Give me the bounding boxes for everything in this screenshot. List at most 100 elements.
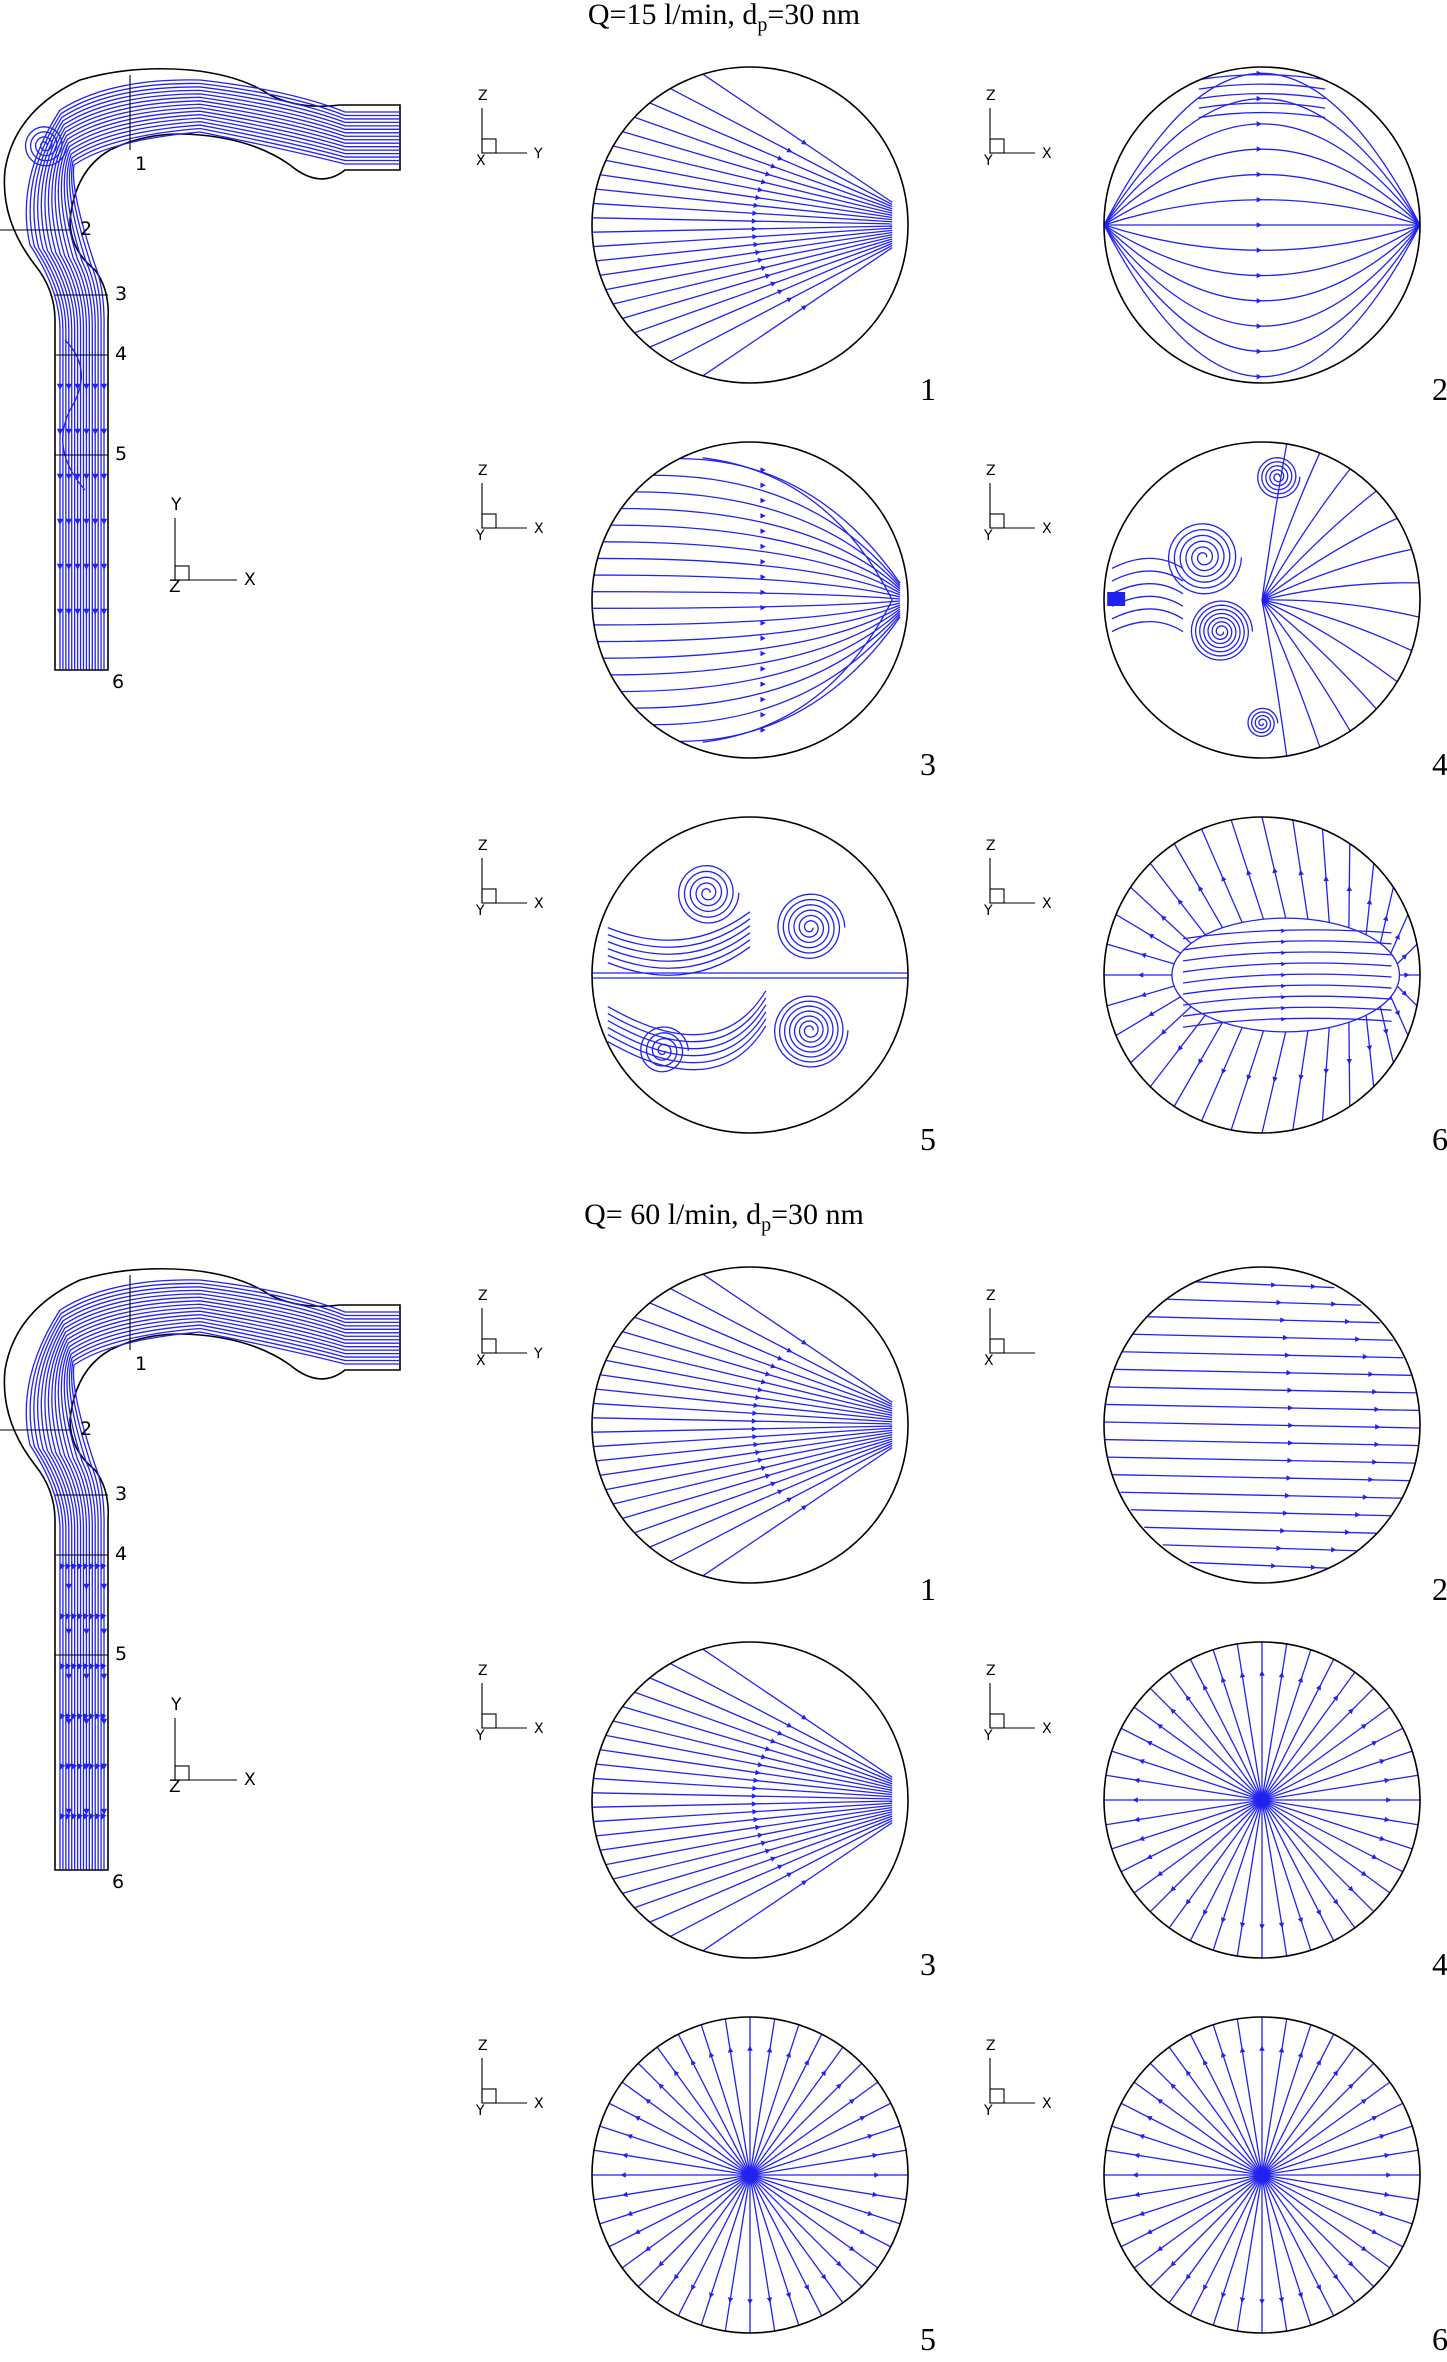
streamline bbox=[1149, 1687, 1263, 1801]
axis-origin-box bbox=[989, 1713, 1005, 1729]
flow-arrow bbox=[872, 2191, 878, 2198]
flow-arrow bbox=[1221, 2292, 1227, 2299]
cross-section-5: 5 bbox=[591, 2016, 936, 2357]
streamline bbox=[1182, 995, 1392, 1006]
flow-arrow bbox=[867, 2210, 874, 2216]
flow-arrow bbox=[1271, 1563, 1277, 1569]
streamline bbox=[603, 606, 901, 659]
flow-arrow bbox=[83, 1718, 90, 1725]
pipe-section-label: 2 bbox=[80, 218, 92, 240]
flow-arrow bbox=[1315, 1909, 1321, 1916]
flow-arrow bbox=[777, 1864, 784, 1870]
flow-arrow bbox=[1221, 1068, 1227, 1075]
flow-arrow bbox=[65, 1583, 72, 1590]
flow-arrow bbox=[1297, 2051, 1303, 2058]
flow-arrow bbox=[645, 2245, 652, 2252]
flow-arrow bbox=[820, 2070, 827, 2077]
streamline bbox=[1348, 1022, 1351, 1107]
flow-arrow bbox=[1259, 1670, 1265, 1676]
flow-arrow bbox=[1331, 1301, 1337, 1307]
streamline bbox=[33, 86, 400, 670]
flow-arrow bbox=[1278, 1672, 1285, 1678]
flow-arrow bbox=[1384, 1816, 1390, 1823]
pipe-section-label: 2 bbox=[80, 1418, 92, 1440]
pipe-section-label: 1 bbox=[135, 153, 147, 175]
flow-arrow bbox=[1157, 1723, 1164, 1730]
flow-arrow bbox=[757, 257, 764, 264]
flow-arrow bbox=[65, 383, 72, 390]
streamline bbox=[1182, 973, 1392, 984]
flow-arrow bbox=[1375, 1424, 1381, 1430]
flow-arrow bbox=[757, 1457, 764, 1464]
streamline bbox=[603, 541, 901, 594]
flow-arrow bbox=[1284, 1492, 1291, 1499]
streamline bbox=[1261, 2046, 1356, 2176]
streamline bbox=[749, 2081, 879, 2176]
streamline bbox=[621, 2081, 751, 2176]
streamline bbox=[1261, 1799, 1419, 1826]
streamline bbox=[592, 591, 901, 600]
flow-arrow bbox=[1368, 1476, 1374, 1483]
streamline bbox=[724, 2018, 751, 2176]
flow-arrow bbox=[786, 1347, 793, 1353]
axis-label-normal: Y bbox=[983, 903, 993, 919]
flow-arrow bbox=[1148, 933, 1155, 939]
flow-arrow bbox=[1382, 915, 1389, 922]
streamline bbox=[1111, 2174, 1263, 2225]
streamline bbox=[592, 225, 893, 233]
flow-arrow bbox=[626, 2210, 633, 2216]
flow-arrow bbox=[1360, 2098, 1367, 2105]
streamline bbox=[1261, 1799, 1391, 1894]
flow-arrow bbox=[777, 1355, 784, 1361]
flow-arrow bbox=[65, 473, 72, 480]
cross-section-outline bbox=[591, 1266, 909, 1584]
pipe-section-label: 3 bbox=[115, 283, 127, 305]
flow-arrow bbox=[835, 2083, 842, 2090]
streamline bbox=[596, 229, 893, 262]
flow-arrow bbox=[760, 574, 766, 580]
flow-arrow bbox=[1287, 1457, 1293, 1464]
flow-arrow bbox=[1157, 1870, 1164, 1877]
flow-arrow bbox=[1282, 1334, 1289, 1341]
streamline bbox=[1261, 2174, 1335, 2317]
streamline bbox=[1321, 1027, 1330, 1122]
axis-triad: ZXY bbox=[983, 88, 1052, 169]
flow-arrow bbox=[658, 2083, 665, 2090]
streamline bbox=[1236, 2018, 1263, 2176]
flow-arrow bbox=[74, 473, 81, 480]
streamline bbox=[1261, 2062, 1375, 2176]
flow-arrow bbox=[1288, 1405, 1294, 1411]
cross-section-outline bbox=[1103, 2016, 1421, 2334]
cross-section-outline bbox=[591, 2016, 909, 2334]
cross-section-outline bbox=[591, 816, 909, 1134]
flow-arrow bbox=[1386, 2172, 1392, 2178]
flow-arrow bbox=[65, 518, 72, 525]
flow-arrow bbox=[1221, 1676, 1227, 1683]
flow-arrow bbox=[760, 559, 766, 565]
flow-arrow bbox=[100, 608, 108, 615]
streamline bbox=[1111, 1799, 1263, 1850]
flow-arrow bbox=[1355, 1336, 1361, 1342]
streamline bbox=[1104, 224, 1420, 251]
streamline bbox=[1261, 1799, 1312, 1951]
flow-arrow bbox=[100, 563, 108, 570]
streamline bbox=[1113, 1474, 1411, 1482]
flow-arrow bbox=[801, 1714, 808, 1720]
streamline bbox=[605, 1359, 893, 1416]
cross-section-1: 1 bbox=[591, 1266, 936, 1607]
streamline bbox=[1261, 1799, 1356, 1929]
flow-arrow bbox=[1394, 1010, 1400, 1017]
streamline bbox=[702, 247, 893, 377]
flow-arrow bbox=[83, 518, 90, 525]
streamline bbox=[1261, 1706, 1391, 1801]
flow-arrow bbox=[1256, 146, 1262, 152]
streamline bbox=[749, 2149, 907, 2176]
streamline bbox=[1212, 1799, 1263, 1951]
flow-arrow bbox=[760, 1379, 767, 1385]
streamline bbox=[1261, 2174, 1404, 2248]
axis-label-right: X bbox=[1042, 521, 1052, 537]
streamline bbox=[1236, 2174, 1263, 2332]
streamline bbox=[1168, 2046, 1263, 2176]
cross-section-label: 3 bbox=[920, 746, 936, 782]
